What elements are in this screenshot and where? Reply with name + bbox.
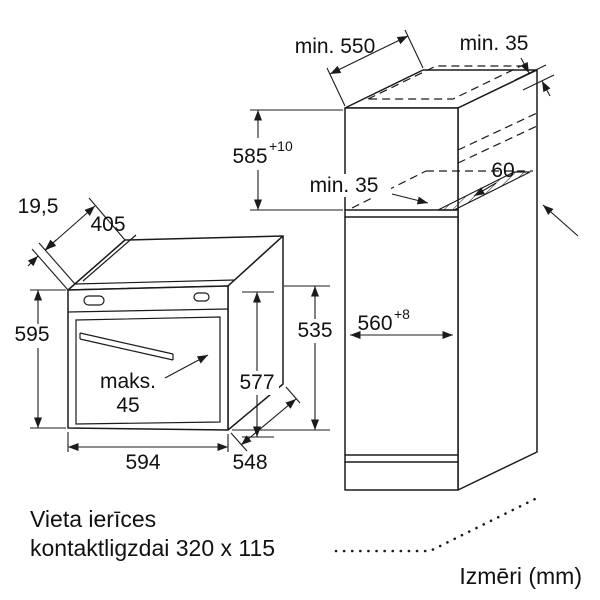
dim-405-label: 405: [90, 213, 125, 236]
dim-595-label: 595: [14, 323, 49, 346]
dim-595: 595: [14, 289, 66, 429]
dim-min-550-label: min. 550: [295, 35, 376, 58]
cabinet-drawing: [344, 65, 538, 491]
units-label: Izmēri (mm): [459, 563, 582, 589]
dim-60-label: 60: [491, 159, 514, 182]
cabinet-shelves: [344, 209, 459, 463]
oven-door-handle: [79, 332, 174, 361]
control-display: [83, 295, 105, 306]
oven-door: [75, 316, 221, 425]
oven-drawing: [67, 234, 284, 431]
cabinet-front-face: [344, 107, 459, 491]
cabinet-right-face: [457, 69, 538, 491]
dim-min-35-rear-label: min. 35: [310, 174, 379, 197]
socket-note-line-1: Vieta ierīces: [30, 506, 156, 532]
dim-min-35-top: min. 35: [460, 32, 555, 97]
dim-594-label: 594: [125, 451, 160, 474]
dim-560-label: 560: [357, 312, 392, 335]
dim-min-35-rear: min. 35: [297, 174, 429, 205]
socket-leader-line: [334, 496, 539, 553]
dim-585-tolerance: +10: [269, 138, 293, 154]
dim-19-5-label: 19,5: [18, 195, 59, 218]
dim-548-label: 548: [232, 451, 267, 474]
oven-front-face: [67, 285, 229, 431]
control-knob: [193, 292, 210, 302]
dim-560: 560 +8: [350, 306, 453, 339]
oven-control-panel: [67, 292, 229, 313]
dim-min-35-top-label: min. 35: [460, 32, 529, 55]
oven-top-details: [74, 234, 236, 285]
wall-arrow: [542, 204, 579, 237]
socket-note: Vieta ierīces kontaktligzdai 320 x 115: [30, 496, 539, 561]
dim-548: 548: [230, 386, 301, 474]
dim-585-label: 585: [232, 145, 267, 168]
dim-535: 535: [232, 285, 337, 431]
dim-585: 585 +10: [228, 109, 343, 211]
dim-19-5: 19,5: [18, 195, 76, 291]
dim-min-550: min. 550: [295, 29, 424, 107]
maks-value: 45: [116, 394, 139, 417]
dim-405: 405: [44, 197, 126, 251]
dim-594: 594: [67, 432, 229, 474]
dim-60: 60: [473, 159, 579, 237]
dim-maks-45: maks. 45: [100, 354, 209, 417]
maks-label: maks.: [100, 370, 156, 393]
dim-535-label: 535: [297, 319, 332, 342]
socket-note-line-2: kontaktligzdai 320 x 115: [30, 535, 275, 561]
dim-577: 577: [235, 291, 279, 438]
dim-560-tolerance: +8: [394, 306, 410, 322]
dim-577-label: 577: [239, 371, 274, 394]
